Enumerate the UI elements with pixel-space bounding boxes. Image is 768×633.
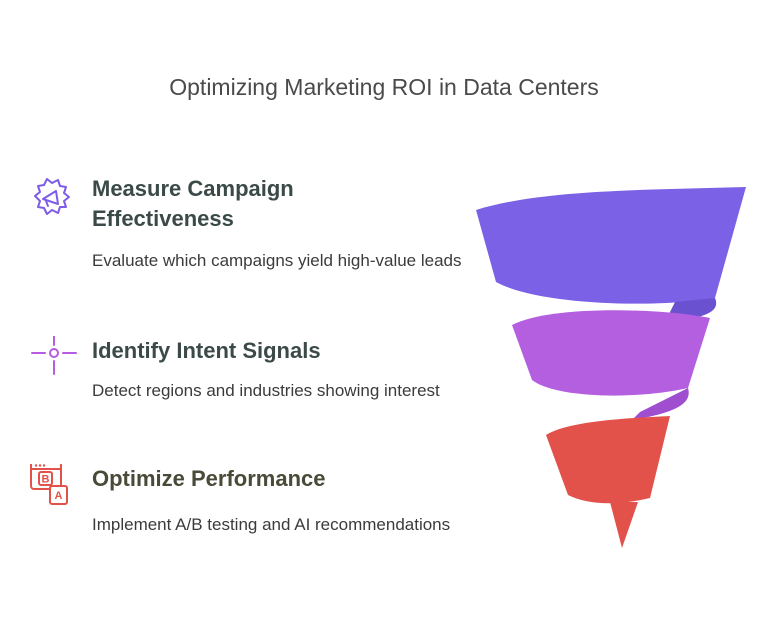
step-description: Implement A/B testing and AI recommendat… (92, 515, 451, 534)
funnel-band-top (476, 187, 746, 304)
step-heading: Measure Campaign Effectiveness (92, 176, 294, 231)
step-heading: Optimize Performance (92, 466, 326, 491)
ab-test-icon: B A (30, 461, 78, 512)
funnel-band-middle (512, 310, 710, 396)
funnel-flap-middle (632, 388, 689, 420)
ab-letter-b: B (42, 474, 50, 486)
page-title: Optimizing Marketing ROI in Data Centers (169, 74, 599, 100)
step-description: Detect regions and industries showing in… (92, 381, 440, 400)
spiral-funnel-graphic (460, 180, 760, 560)
step-description: Evaluate which campaigns yield high-valu… (92, 251, 462, 270)
funnel-band-bottom (546, 416, 670, 504)
step-heading: Identify Intent Signals (92, 338, 321, 363)
megaphone-icon (30, 174, 78, 222)
ab-letter-a: A (55, 490, 63, 502)
funnel-tip (610, 502, 638, 548)
target-crosshair-icon (30, 330, 78, 384)
